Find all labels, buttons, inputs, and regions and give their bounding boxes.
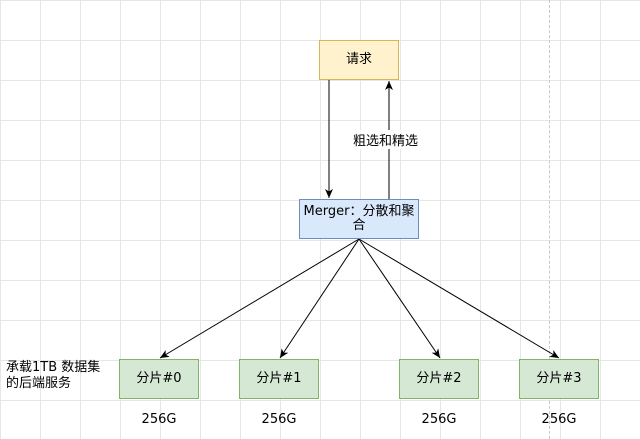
shard-node-1[interactable]: 分片#1 [239, 359, 319, 399]
shard-size-0: 256G [141, 412, 177, 427]
shard-node-label: 分片#2 [416, 371, 462, 386]
merger-node[interactable]: Merger：分散和聚合 [299, 199, 419, 239]
edge-merger-to-shard-0 [159, 238, 360, 359]
shard-size-2: 256G [421, 412, 457, 427]
edge-merger-to-shard-1 [279, 238, 360, 359]
edge-label-coarse-fine: 粗选和精选 [352, 130, 420, 149]
shard-size-1: 256G [261, 412, 297, 427]
backend-note: 承载1TB 数据集的后端服务 [6, 360, 101, 391]
shard-size-3: 256G [541, 412, 577, 427]
dashed-guide-line [549, 0, 550, 439]
merger-node-label: Merger：分散和聚合 [303, 204, 415, 233]
shard-node-3[interactable]: 分片#3 [519, 359, 599, 399]
edge-merger-to-shard-3 [358, 238, 560, 359]
shard-node-label: 分片#1 [256, 371, 302, 386]
shard-node-label: 分片#0 [136, 371, 182, 386]
shard-node-label: 分片#3 [536, 371, 582, 386]
request-node-label: 请求 [345, 52, 372, 67]
shard-node-2[interactable]: 分片#2 [399, 359, 479, 399]
request-node[interactable]: 请求 [319, 40, 399, 80]
edge-merger-to-shard-2 [358, 238, 441, 359]
shard-node-0[interactable]: 分片#0 [119, 359, 199, 399]
